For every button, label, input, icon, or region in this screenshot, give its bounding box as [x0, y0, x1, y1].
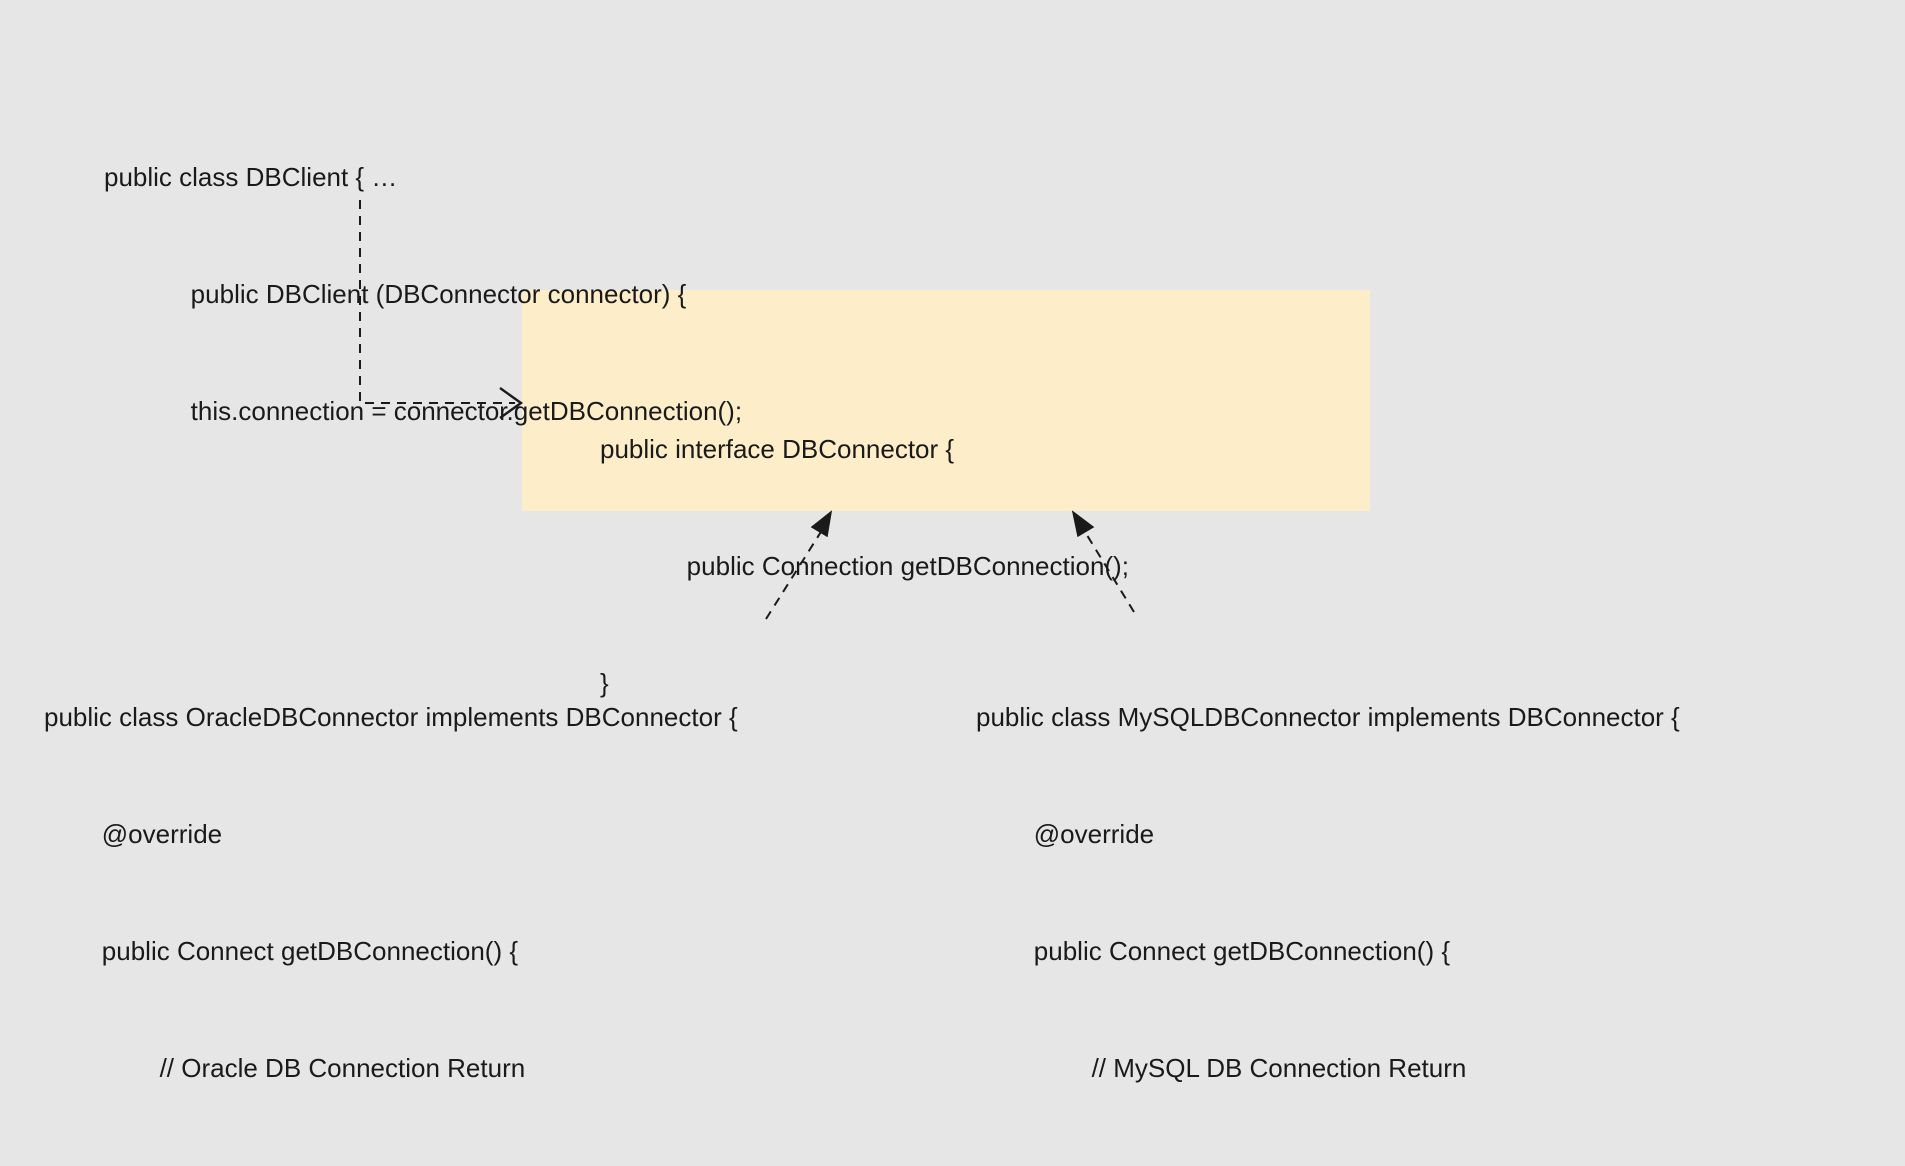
dbclient-line-2: public DBClient (DBConnector connector) … — [104, 279, 687, 309]
dbclient-line-1: public class DBClient { … — [104, 162, 398, 192]
interface-highlight-box — [522, 290, 1370, 511]
mysql-line-3: public Connect getDBConnection() { — [976, 936, 1451, 966]
dbconnector-line-2: public Connection getDBConnection(); — [600, 551, 1129, 581]
mysql-line-4: // MySQL DB Connection Return — [976, 1053, 1467, 1083]
dbclient-code-block: public class DBClient { … public DBClien… — [104, 80, 742, 509]
dbconnector-interface-code-block: public interface DBConnector { public Co… — [600, 352, 1129, 781]
mysql-line-1: public class MySQLDBConnector implements… — [976, 702, 1680, 732]
oracle-line-1: public class OracleDBConnector implement… — [44, 702, 738, 732]
oracle-connector-code-block: public class OracleDBConnector implement… — [44, 620, 738, 1166]
mysql-line-2: @override — [976, 819, 1155, 849]
oracle-line-2: @override — [44, 819, 223, 849]
oracle-line-4: // Oracle DB Connection Return — [44, 1053, 526, 1083]
oracle-line-3: public Connect getDBConnection() { — [44, 936, 519, 966]
mysql-connector-code-block: public class MySQLDBConnector implements… — [976, 620, 1680, 1166]
dbclient-line-3: this.connection = connector.getDBConnect… — [104, 396, 743, 426]
diagram-canvas: DBConnector (elbow, open arrowhead) --> … — [44, 80, 1680, 1083]
dbconnector-line-1: public interface DBConnector { — [600, 434, 955, 464]
dbconnector-line-3: } — [600, 668, 609, 698]
